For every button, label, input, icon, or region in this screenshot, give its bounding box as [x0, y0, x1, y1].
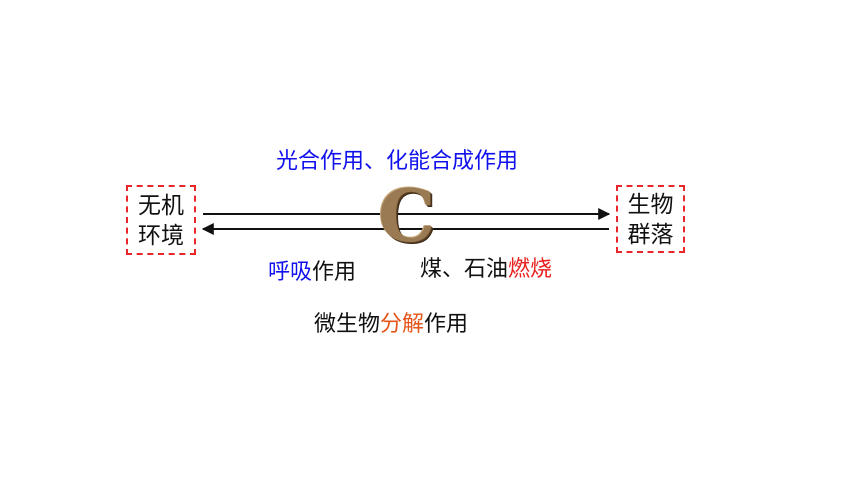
biological-community-line1: 生物: [627, 192, 674, 218]
decomposition-part2: 分解: [380, 312, 425, 337]
biological-community-line2: 群落: [627, 222, 674, 248]
decomposition-part3: 作用: [424, 312, 469, 337]
decomposition-part1: 微生物: [314, 312, 381, 337]
inorganic-environment-line1: 无机: [138, 193, 184, 219]
decomposition-label: 微生物分解作用: [314, 312, 468, 338]
combustion-label: 煤、石油燃烧: [420, 257, 552, 283]
combustion-part2: 燃烧: [508, 257, 553, 282]
photosynthesis-label: 光合作用、化能合成作用: [276, 149, 519, 174]
respiration-label: 呼吸作用: [268, 260, 356, 286]
inorganic-environment-box: 无机 环境: [126, 185, 196, 255]
combustion-part1: 煤、石油: [420, 257, 509, 282]
respiration-part1: 呼吸: [268, 260, 313, 285]
carbon-symbol: C: [378, 173, 436, 258]
respiration-part2: 作用: [312, 260, 357, 285]
inorganic-environment-line2: 环境: [138, 223, 184, 249]
biological-community-box: 生物 群落: [616, 185, 685, 253]
